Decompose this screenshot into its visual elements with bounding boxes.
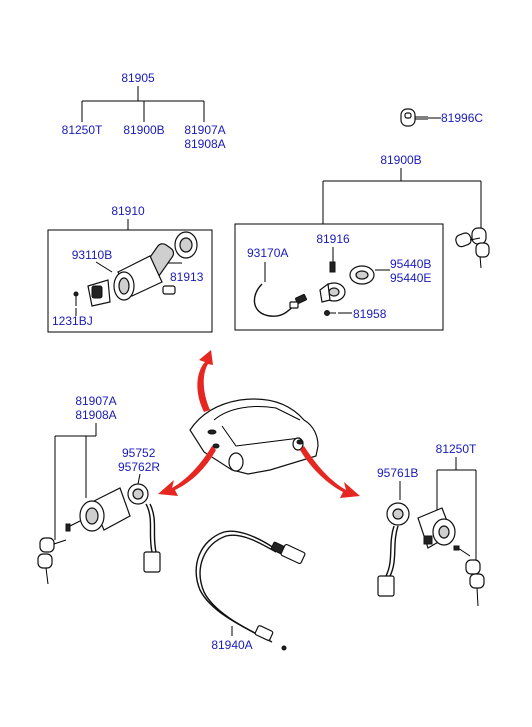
assembly-81907A-tree: [54, 423, 97, 540]
ignition-switch-left-icon: [65, 483, 161, 573]
label-81910[interactable]: 81910: [111, 204, 145, 218]
cable-icon: [195, 530, 306, 651]
label-81250T[interactable]: 81250T: [62, 123, 103, 137]
label-95761B[interactable]: 95761B: [377, 466, 418, 480]
key-blank-icon: [400, 108, 428, 127]
label-81908A[interactable]: 81908A: [184, 137, 225, 151]
label-81900B-right[interactable]: 81900B: [380, 153, 421, 167]
label-81913[interactable]: 81913: [170, 270, 204, 284]
label-81908A-left[interactable]: 81908A: [75, 408, 116, 422]
label-95752[interactable]: 95752: [122, 446, 156, 460]
label-81940A[interactable]: 81940A: [211, 638, 252, 652]
label-81905[interactable]: 81905: [121, 71, 155, 85]
lock-cylinder-assembly-icon: [73, 231, 198, 307]
ignition-switch-right-icon: [377, 502, 471, 597]
assembly-81900B-box: [234, 223, 444, 331]
label-81900B[interactable]: 81900B: [123, 123, 164, 137]
assembly-81250T-tree: [436, 457, 477, 560]
car-outline-icon: [189, 398, 319, 475]
assembly-81910-box: [47, 229, 213, 333]
label-95762R[interactable]: 95762R: [118, 460, 160, 474]
label-81907A[interactable]: 81907A: [184, 123, 225, 137]
label-81958[interactable]: 81958: [353, 307, 387, 321]
callout-arrows: [158, 350, 360, 498]
label-93170A[interactable]: 93170A: [247, 246, 288, 260]
label-81916[interactable]: 81916: [316, 232, 350, 246]
assembly-81905-tree: [81, 86, 205, 122]
glove-box-lock-icon: [319, 261, 375, 316]
label-81250T-right[interactable]: 81250T: [436, 442, 477, 456]
label-1231BJ[interactable]: 1231BJ: [52, 314, 93, 328]
label-95440E[interactable]: 95440E: [390, 271, 431, 285]
harness-wire-icon: [253, 283, 307, 317]
label-81996C[interactable]: 81996C: [441, 111, 483, 125]
assembly-81900B-tree: [322, 168, 482, 228]
key-set-right-icon: [465, 559, 485, 607]
key-set-left-icon: [37, 537, 67, 585]
label-93110B[interactable]: 93110B: [72, 248, 112, 262]
label-81907A-left[interactable]: 81907A: [75, 394, 116, 408]
label-95440B[interactable]: 95440B: [390, 257, 431, 271]
key-set-icon: [455, 227, 490, 269]
